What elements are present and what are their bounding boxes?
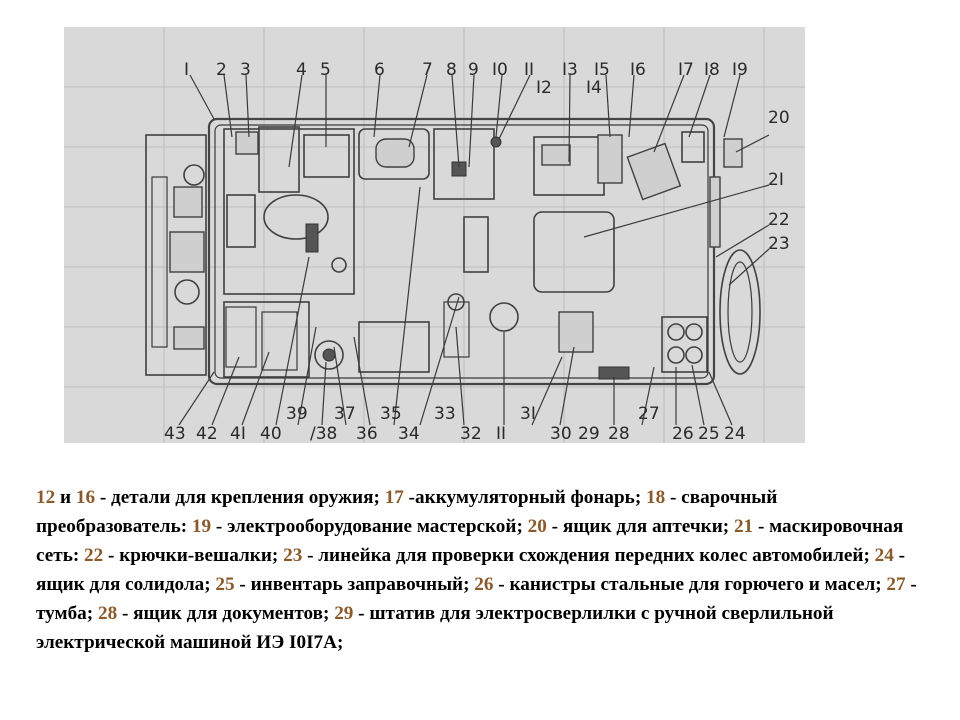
callout-label: 2I	[768, 170, 784, 190]
leader-lines	[178, 74, 770, 426]
legend-text: - детали для крепления оружия;	[95, 487, 385, 508]
callout-label: I2	[536, 78, 552, 98]
legend-text: - маскировочная сеть:	[36, 516, 904, 566]
callout-label: 29	[578, 424, 600, 443]
callout-label: 34	[398, 424, 420, 443]
callout-label: 9	[468, 60, 479, 80]
callout-label: I6	[630, 60, 646, 80]
callout-label: 42	[196, 424, 218, 443]
callout-label: 27	[638, 404, 660, 424]
callout-label: 26	[672, 424, 694, 443]
callout-label: 2	[216, 60, 227, 80]
legend-number: 21	[733, 516, 754, 537]
callout-label: 5	[320, 60, 331, 80]
callout-label: 3I	[520, 404, 536, 424]
legend-number: 16	[75, 487, 96, 508]
legend-number: 19	[191, 516, 212, 537]
callout-label: 3	[240, 60, 251, 80]
callout-label: I3	[562, 60, 578, 80]
left-compartments	[223, 126, 355, 378]
callout-label: 40	[260, 424, 282, 443]
callout-label: 32	[460, 424, 482, 443]
legend-text: - линейка для проверки схождения передни…	[302, 545, 875, 566]
callout-label: I9	[732, 60, 748, 80]
legend-number: 12	[36, 487, 56, 508]
callout-label: 28	[608, 424, 630, 443]
legend-text: - инвентарь заправочный;	[234, 574, 475, 595]
callout-label: I4	[586, 78, 602, 98]
callout-label: 23	[768, 234, 790, 254]
callout-label: I0	[492, 60, 508, 80]
legend-text: - ящик для аптечки;	[546, 516, 734, 537]
callout-label: I	[184, 60, 189, 80]
callout-label: II	[524, 60, 534, 80]
legend-text: - крючки-вешалки;	[103, 545, 284, 566]
legend-text: - штатив для электросверлилки с ручной с…	[36, 603, 834, 653]
centre-bottom-equipment	[358, 211, 708, 380]
callout-label: 6	[374, 60, 385, 80]
callout-label: 35	[380, 404, 402, 424]
legend-number: 17	[384, 487, 404, 508]
legend-text: - тумба;	[36, 574, 917, 624]
callout-label: I5	[594, 60, 610, 80]
callout-label: II	[496, 424, 506, 443]
callout-label: 20	[768, 108, 790, 128]
callout-label: /38	[310, 424, 337, 443]
legend-number: 23	[283, 545, 303, 566]
centre-top-equipment	[358, 128, 743, 273]
right-number-labels: I4 I2 20 2I 22 23	[536, 78, 790, 254]
legend-text: -аккумуляторный фонарь;	[403, 487, 647, 508]
callout-label: 4I	[230, 424, 246, 443]
legend-number: 18	[646, 487, 666, 508]
callout-label: 8	[446, 60, 457, 80]
callout-label: I8	[704, 60, 720, 80]
legend-number: 20	[527, 516, 547, 537]
callout-label: 39	[286, 404, 308, 424]
callout-label: 22	[768, 210, 790, 230]
cab-front	[145, 134, 207, 376]
legend-number: 24	[874, 545, 894, 566]
legend-number: 27	[886, 574, 906, 595]
legend-text: - ящик для документов;	[117, 603, 335, 624]
legend-text: - ящик для солидола;	[36, 545, 905, 595]
callout-label: 30	[550, 424, 572, 443]
callout-label: 25	[698, 424, 720, 443]
callout-label: 24	[724, 424, 746, 443]
callout-label: 36	[356, 424, 378, 443]
callout-label: 37	[334, 404, 356, 424]
legend-number: 28	[97, 603, 118, 624]
callout-label: 4	[296, 60, 307, 80]
legend-caption: 12 и 16 - детали для крепления оружия; 1…	[36, 483, 926, 657]
legend-number: 25	[215, 574, 235, 595]
callout-label: 33	[434, 404, 456, 424]
legend-text: - сварочный преобразователь:	[36, 487, 778, 537]
legend-text: - электрооборудование мастерской;	[211, 516, 528, 537]
legend-number: 22	[84, 545, 104, 566]
legend-text: и	[55, 487, 76, 508]
rear-hatch	[709, 176, 761, 375]
callout-label: 7	[422, 60, 433, 80]
callout-label: 43	[164, 424, 186, 443]
callout-label: I7	[678, 60, 694, 80]
van-body	[207, 117, 716, 386]
legend-number: 26	[474, 574, 494, 595]
van-body-inner	[214, 124, 709, 379]
legend-text: - канистры стальные для горючего и масел…	[493, 574, 887, 595]
legend-number: 29	[334, 603, 354, 624]
